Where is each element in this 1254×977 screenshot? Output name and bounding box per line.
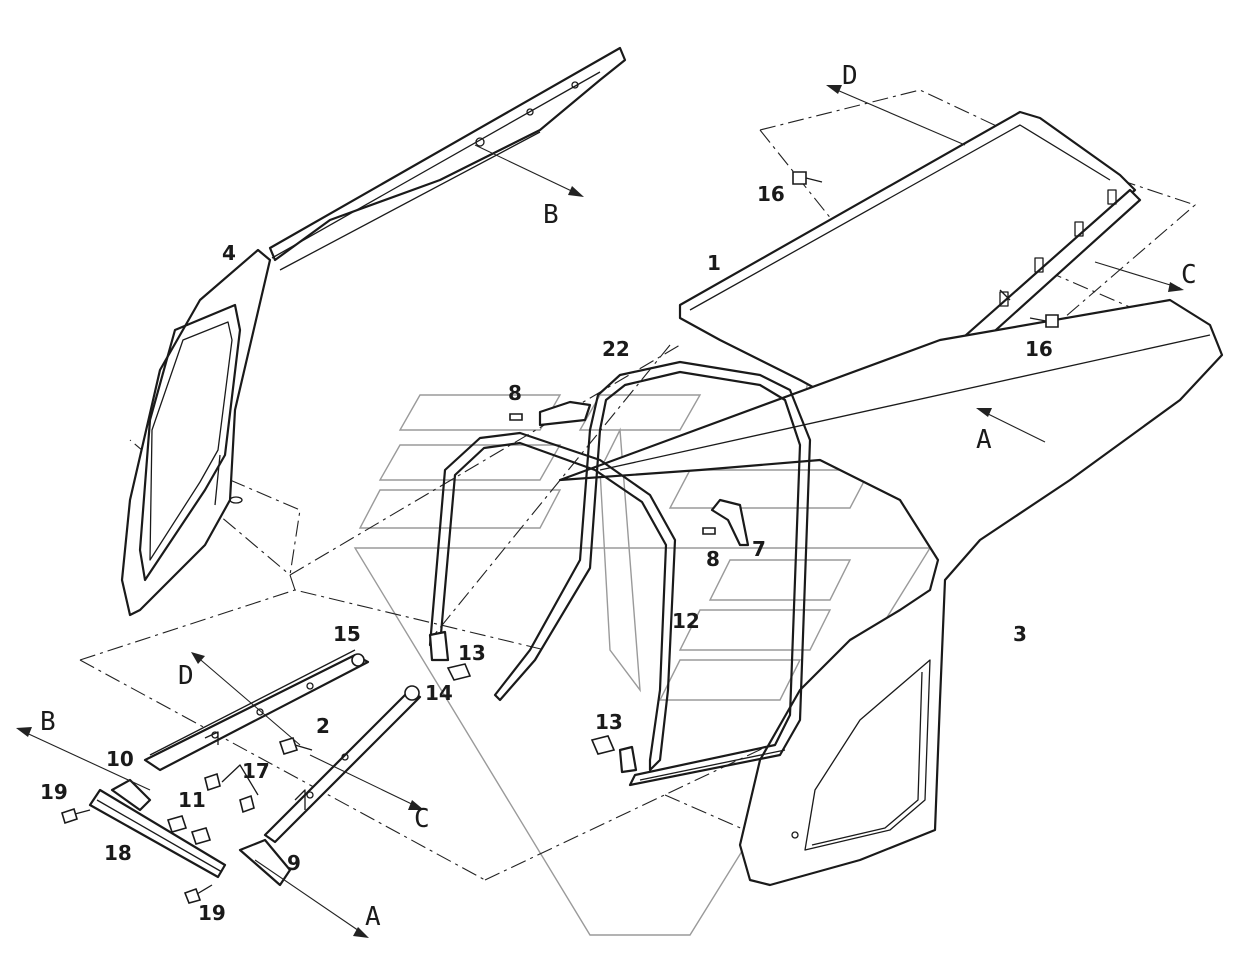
part-22-door-frame xyxy=(493,360,812,787)
callout-19-bottom: 19 xyxy=(198,901,226,925)
screws-19 xyxy=(61,807,213,904)
callout-13-left: 13 xyxy=(458,641,486,665)
part-15-upper-rail xyxy=(143,649,370,772)
view-letter-c-right: C xyxy=(1181,260,1197,290)
callout-13-right: 13 xyxy=(595,710,623,734)
part-8-trim-top xyxy=(509,400,716,535)
callout-22: 22 xyxy=(602,337,630,361)
view-letter-b-bottom: B xyxy=(40,707,56,737)
callout-1: 1 xyxy=(707,251,721,275)
bolt-2-and-nuts-17 xyxy=(204,737,313,814)
view-letter-d-bottom: D xyxy=(178,661,194,691)
view-letters: A A B B C C D D xyxy=(40,61,1197,932)
callout-3: 3 xyxy=(1013,622,1027,646)
bolts-16 xyxy=(792,171,1059,328)
bolts-13 xyxy=(428,630,638,774)
part-14-lower-rail xyxy=(263,685,422,844)
part-3-right-side-panel xyxy=(558,298,1224,887)
callout-16-top: 16 xyxy=(757,182,785,206)
part-9-bracket xyxy=(238,838,292,887)
callout-10: 10 xyxy=(106,747,134,771)
callout-7: 7 xyxy=(752,537,766,561)
callout-8-top: 8 xyxy=(508,381,522,405)
view-letter-a-bottom: A xyxy=(365,902,381,932)
callout-12: 12 xyxy=(672,609,700,633)
part-4-left-side-panel xyxy=(120,46,627,617)
callout-19-left: 19 xyxy=(40,780,68,804)
callout-14: 14 xyxy=(425,681,453,705)
view-letter-a-top: A xyxy=(976,425,992,455)
callout-18: 18 xyxy=(104,841,132,865)
callout-8-right: 8 xyxy=(706,547,720,571)
callout-16-right: 16 xyxy=(1025,337,1053,361)
bolts-11 xyxy=(166,815,212,845)
view-letter-b-top: B xyxy=(543,200,559,230)
view-letter-c-bottom: C xyxy=(414,804,430,834)
callout-4: 4 xyxy=(222,241,236,265)
callout-15: 15 xyxy=(333,622,361,646)
part-18-sill-bar xyxy=(88,788,227,879)
callout-numbers: 1 2 3 4 7 8 8 9 10 11 12 13 13 14 15 16 … xyxy=(40,182,1053,925)
callout-9: 9 xyxy=(287,851,301,875)
part-7-trim-bracket xyxy=(710,498,750,547)
view-arrows xyxy=(16,85,1184,938)
part-12-frame-rail xyxy=(428,431,677,772)
view-letter-d-top: D xyxy=(842,61,858,91)
callout-11: 11 xyxy=(178,788,206,812)
part-10-bracket xyxy=(110,778,152,812)
callout-17: 17 xyxy=(242,759,270,783)
callout-2: 2 xyxy=(316,714,330,738)
